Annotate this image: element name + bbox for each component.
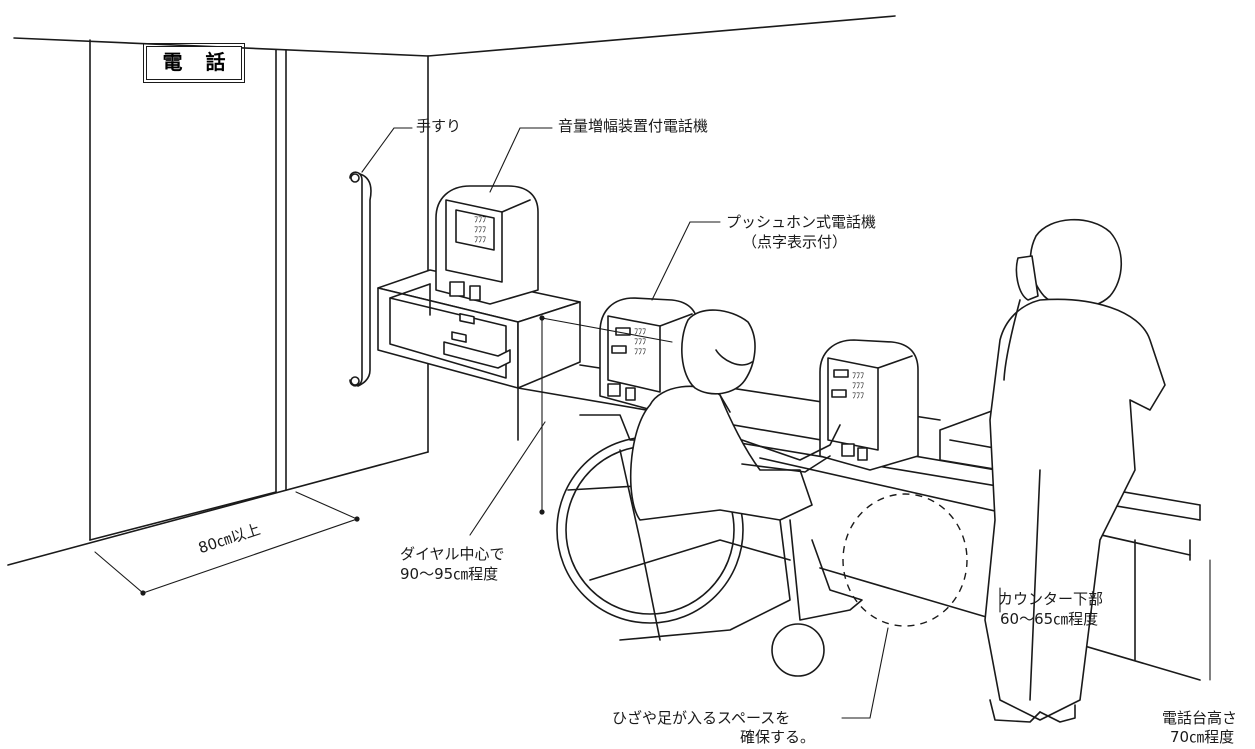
amplified-phone-label: 音量増幅装置付電話機 <box>558 117 709 135</box>
svg-text:ﾌﾌﾌ: ﾌﾌﾌ <box>852 371 864 380</box>
dial-height-dimension <box>469 315 673 536</box>
svg-text:ﾌﾌﾌ: ﾌﾌﾌ <box>634 337 646 346</box>
svg-text:ﾌﾌﾌ: ﾌﾌﾌ <box>852 391 864 400</box>
push-phone-sublabel: （点字表示付） <box>742 233 848 251</box>
amplified-phone-icon: ﾌﾌﾌ ﾌﾌﾌ ﾌﾌﾌ <box>435 127 553 343</box>
knee-space-label-2: 確保する。 <box>740 728 816 746</box>
table-height-label-2: 70㎝程度 <box>1170 728 1235 746</box>
svg-text:ﾌﾌﾌ: ﾌﾌﾌ <box>474 225 486 234</box>
phone-sign: 電 話 <box>143 43 245 83</box>
room-walls <box>7 15 896 566</box>
svg-text:ﾌﾌﾌ: ﾌﾌﾌ <box>634 327 646 336</box>
counter-height-indicators <box>999 559 1211 681</box>
svg-text:ﾌﾌﾌ: ﾌﾌﾌ <box>634 347 646 356</box>
push-phone-icon: ﾌﾌﾌ ﾌﾌﾌ ﾌﾌﾌ <box>599 221 721 411</box>
svg-text:ﾌﾌﾌ: ﾌﾌﾌ <box>852 381 864 390</box>
knee-space-indicator <box>841 493 968 719</box>
svg-text:ﾌﾌﾌ: ﾌﾌﾌ <box>474 235 486 244</box>
handrail-icon <box>349 127 413 387</box>
dial-center-label-2: 90～95㎝程度 <box>400 565 499 583</box>
push-phone-label: プッシュホン式電話機 <box>726 213 877 231</box>
width-dimension <box>94 491 360 596</box>
counter-phone-icon: ﾌﾌﾌ ﾌﾌﾌ ﾌﾌﾌ <box>819 339 919 471</box>
table-height-label-1: 電話台高さ <box>1162 709 1238 727</box>
handrail-label: 手すり <box>416 117 462 135</box>
counter-under-label-2: 60～65㎝程度 <box>1000 610 1099 628</box>
standing-person-icon <box>984 218 1166 723</box>
svg-text:ﾌﾌﾌ: ﾌﾌﾌ <box>474 215 486 224</box>
wheelchair-user-icon <box>556 309 863 677</box>
counter-under-label-1: カウンター下部 <box>998 590 1104 608</box>
dial-center-label-1: ダイヤル中心で <box>400 545 505 563</box>
knee-space-label-1: ひざや足が入るスペースを <box>612 709 791 727</box>
